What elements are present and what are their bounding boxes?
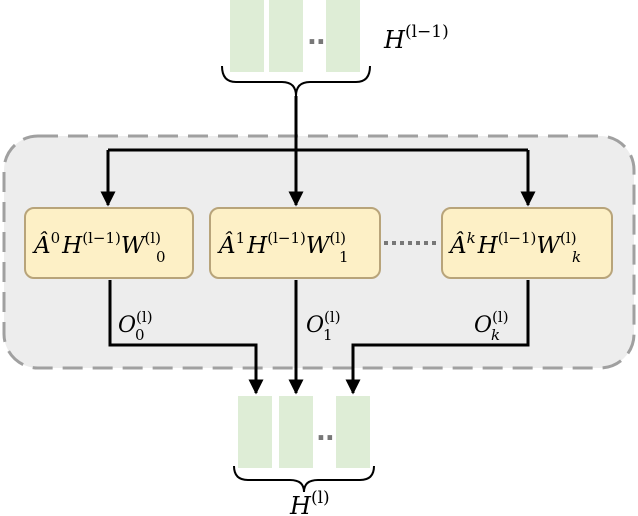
branch-output-label-0-sub: 0 [135,326,145,344]
input-feature-blocks: .. [230,0,360,72]
output-ellipsis: .. [316,417,334,447]
branch-node-0 [24,207,194,279]
branch-output-label-0: O(l) [118,308,153,338]
branch-node-1 [209,207,381,279]
output-brace [233,465,375,493]
input-ellipsis: .. [307,21,325,51]
distribution-lines [100,96,536,207]
branch-output-label-k-sub: k [491,326,500,344]
branch-formula-k-sub: k [572,248,581,266]
branch-formula-0-sub: 0 [156,248,166,266]
input-label: H(l−1) [383,22,449,54]
output-block-2 [279,396,313,468]
branch-formula-1-sub: 1 [339,248,349,266]
input-block-1 [230,0,264,72]
branch-formula-k: ÂkH(l−1)W(l) [448,229,577,259]
branch-formula-0: Â0H(l−1)W(l) [32,229,161,259]
branch-node-k [441,207,613,279]
output-label: H(l) [289,488,330,516]
aggregation-lines [108,280,530,395]
input-block-3 [326,0,360,72]
input-block-2 [269,0,303,72]
branch-output-label-k: O(l) [474,308,509,338]
branch-output-label-1: O(l) [306,308,341,338]
output-feature-blocks: .. [238,396,370,468]
output-block-3 [336,396,370,468]
branch-formula-1: Â1H(l−1)W(l) [217,229,346,259]
output-block-1 [238,396,272,468]
output-line-0 [108,280,264,395]
branch-output-label-1-sub: 1 [323,326,333,344]
output-line-k [345,280,530,395]
